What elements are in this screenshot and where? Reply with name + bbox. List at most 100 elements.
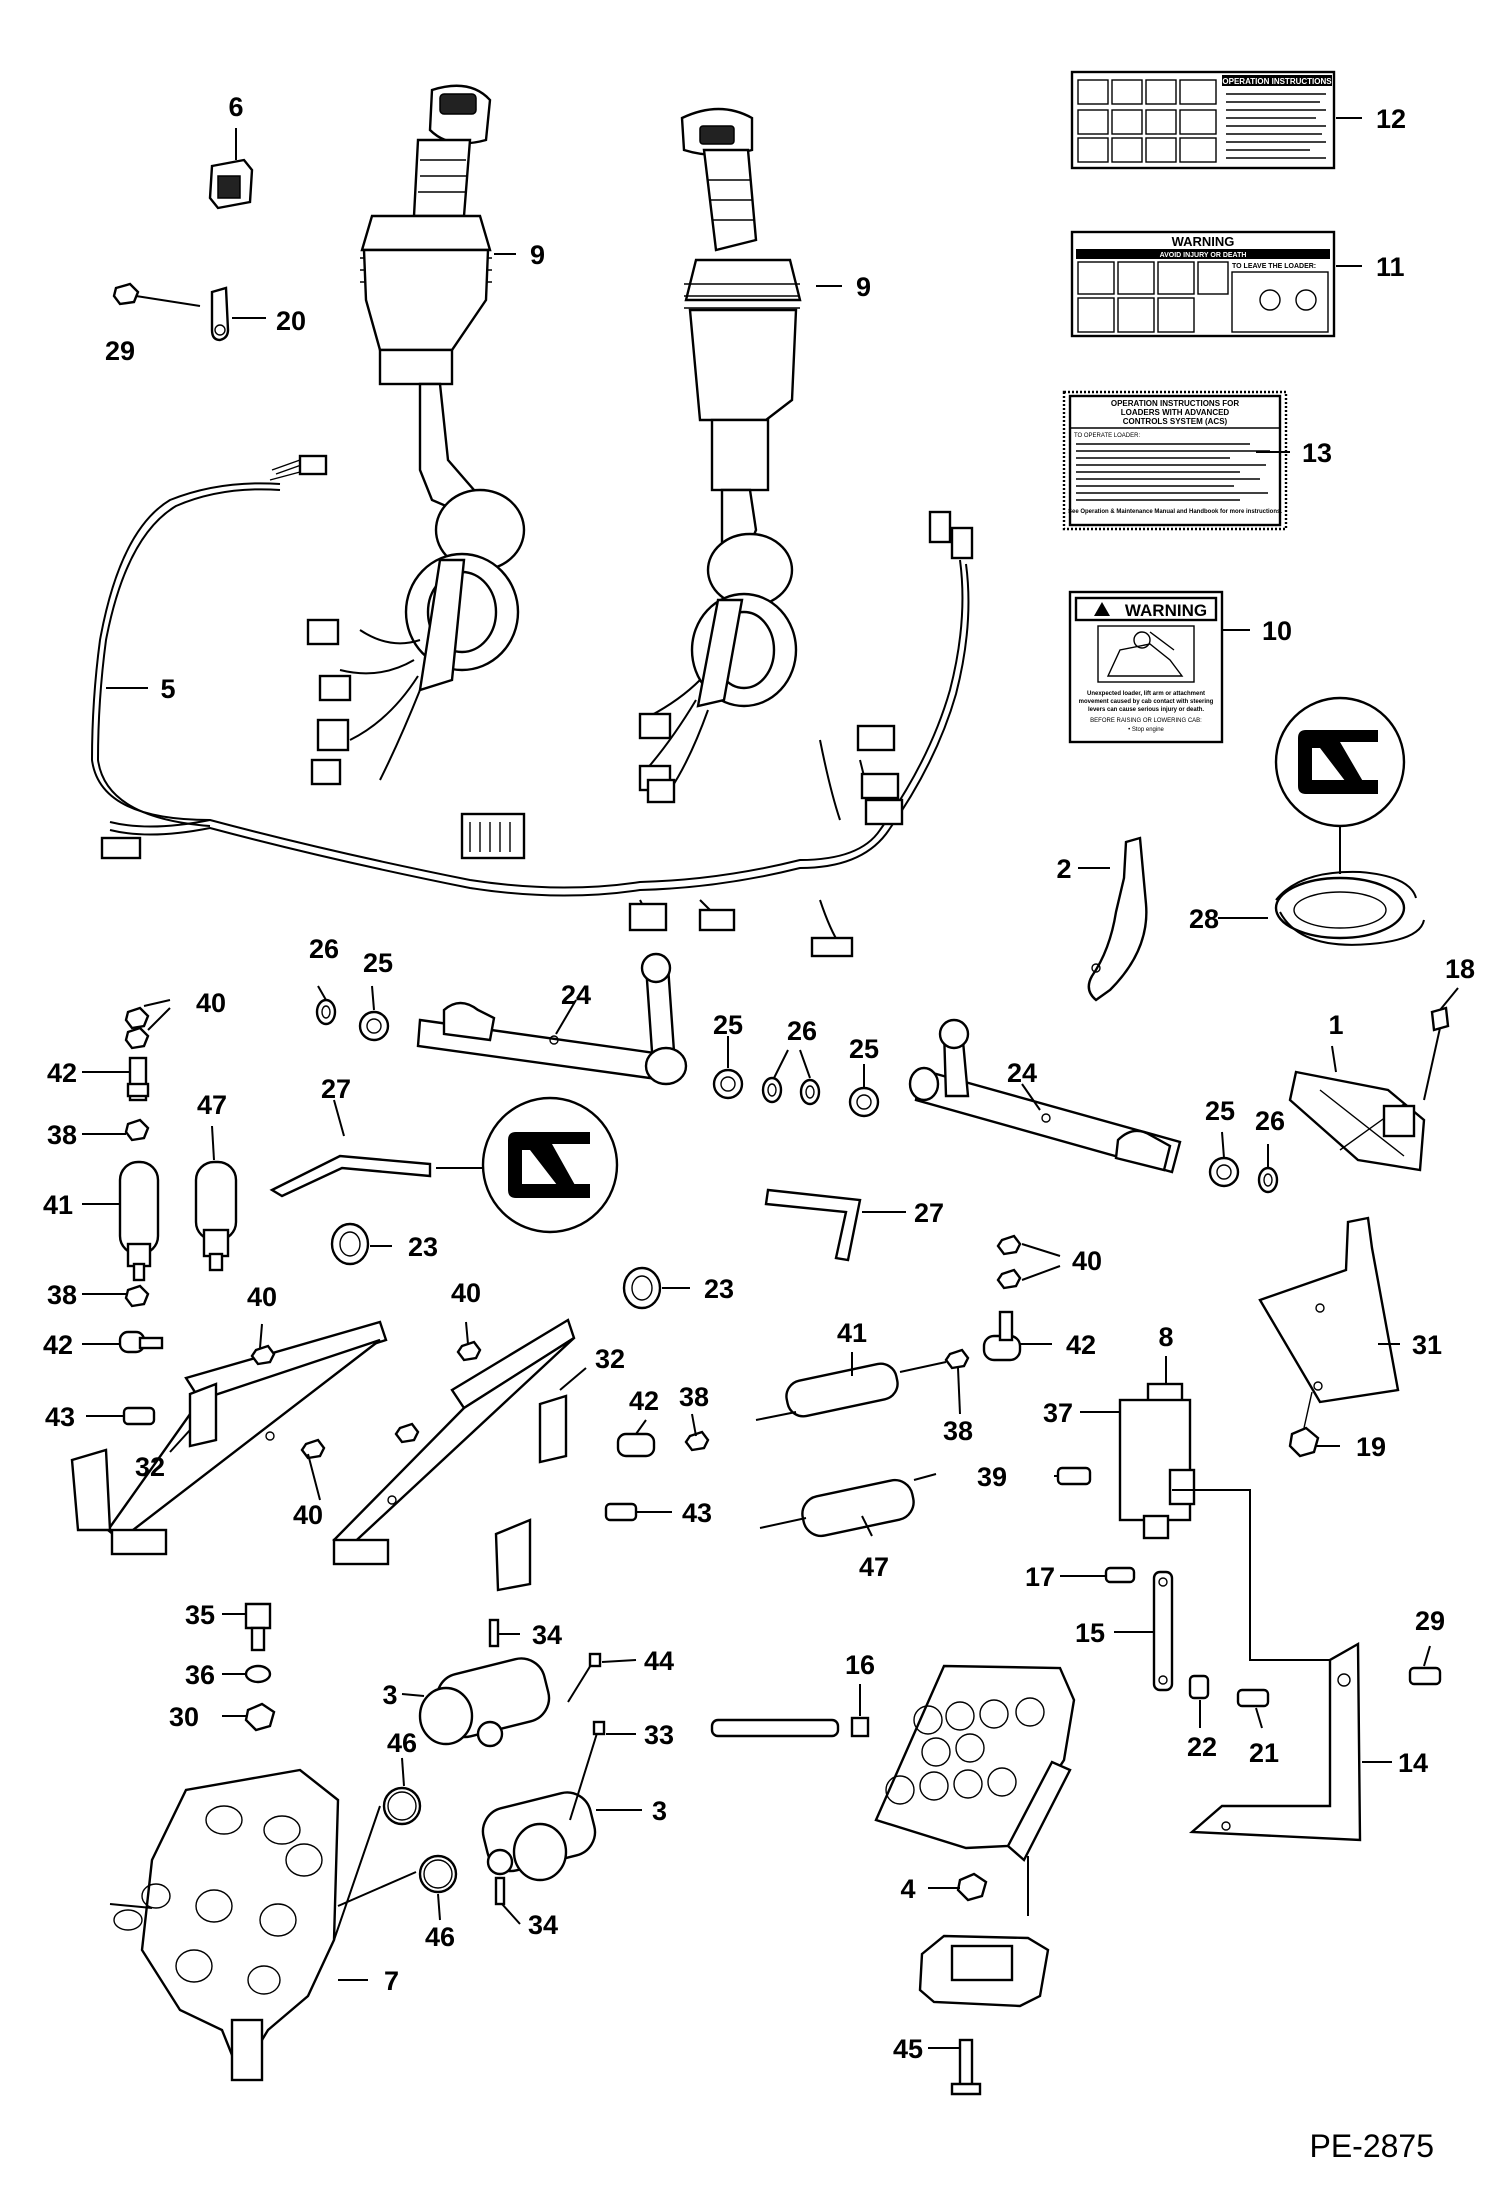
callout-40-a: 40 (196, 988, 226, 1018)
callout-41-b: 41 (837, 1318, 867, 1348)
nut-16 (850, 1716, 870, 1738)
bobcat-logo-symbol-right (1274, 696, 1406, 828)
decal-warning2-text-4: BEFORE RAISING OR LOWERING CAB: (1090, 718, 1202, 724)
rod-15 (1152, 1570, 1174, 1692)
callout-38-b: 38 (47, 1280, 77, 1310)
callout-16: 16 (845, 1650, 875, 1680)
callout-47-a: 47 (197, 1090, 227, 1120)
pin-long (710, 1718, 840, 1738)
nut-40-right-a (996, 1234, 1022, 1256)
callout-30: 30 (169, 1702, 199, 1732)
pedal-assembly (874, 1664, 1076, 1862)
grommet-23-right (622, 1266, 662, 1310)
callout-39: 39 (977, 1462, 1007, 1492)
decal-leave-loader: TO LEAVE THE LOADER: (1232, 263, 1316, 270)
decal-warning2-text-3: levers can cause serious injury or death… (1088, 707, 1204, 713)
ball-joint-42-top-left (126, 1056, 150, 1102)
bracket-part-31 (1258, 1216, 1400, 1404)
callout-32-a: 32 (595, 1344, 625, 1374)
bracket-part-2 (1087, 836, 1148, 1002)
callout-15: 15 (1075, 1618, 1105, 1648)
washer-26-d (1257, 1166, 1279, 1194)
callout-5: 5 (160, 674, 175, 704)
callout-40-b: 40 (1072, 1246, 1102, 1276)
washer-26-a (315, 998, 337, 1026)
plate-center-left (188, 1382, 218, 1448)
callout-17: 17 (1025, 1562, 1055, 1592)
pedal-mount (918, 1934, 1050, 2008)
callout-45: 45 (893, 2034, 923, 2064)
callout-12: 12 (1376, 104, 1406, 134)
callout-34-a: 34 (532, 1620, 562, 1650)
callout-32-b: 32 (135, 1452, 165, 1482)
decal-warning2-title: WARNING (1125, 601, 1207, 620)
bolt-21 (1236, 1688, 1270, 1708)
decal-acs-footer: See Operation & Maintenance Manual and H… (1068, 509, 1282, 515)
decal-warning-subtitle: AVOID INJURY OR DEATH (1160, 252, 1247, 259)
nut-38-right (944, 1348, 970, 1370)
callout-18: 18 (1445, 954, 1475, 984)
callout-37: 37 (1043, 1398, 1073, 1428)
nut-38-bottom-left (124, 1284, 150, 1308)
decal-acs-title-3: CONTROLS SYSTEM (ACS) (1123, 417, 1228, 426)
plate-center-right (538, 1394, 568, 1464)
callout-29-right: 29 (1415, 1606, 1445, 1636)
callout-35: 35 (185, 1600, 215, 1630)
callout-42-d: 42 (629, 1386, 659, 1416)
callout-9-right: 9 (856, 272, 871, 302)
decal-warning2-text-5: • Stop engine (1128, 727, 1164, 733)
nut-30 (244, 1702, 276, 1732)
nut-40-right-b (996, 1268, 1022, 1290)
washer-36 (244, 1664, 272, 1684)
spacer-22 (1188, 1674, 1210, 1700)
sensor-part-8 (1118, 1382, 1196, 1540)
actuator-41-right (755, 1361, 947, 1421)
joystick-right (638, 107, 802, 804)
callout-25-a: 25 (363, 948, 393, 978)
callout-19: 19 (1356, 1432, 1386, 1462)
callout-25-c: 25 (849, 1034, 879, 1064)
link-32-left (106, 1320, 388, 1556)
actuator-47-right (759, 1473, 937, 1538)
bushing-25-a (358, 1010, 390, 1042)
nut-38-top-left (124, 1118, 150, 1142)
link-32-right (332, 1318, 576, 1566)
callout-42-a: 42 (47, 1058, 77, 1088)
bolt-43-right (604, 1502, 638, 1522)
bolt-29-right (1408, 1666, 1442, 1686)
shaft-right-part-24 (908, 1018, 1182, 1174)
decal-warning-title: WARNING (1172, 234, 1235, 249)
callout-46-a: 46 (387, 1728, 417, 1758)
ball-joint-42-bottom-left (118, 1330, 164, 1354)
bolt-17 (1104, 1566, 1136, 1584)
actuator-41-left (118, 1160, 160, 1282)
callout-42-b: 42 (43, 1330, 73, 1360)
nut-40-center-c (300, 1438, 326, 1460)
callout-38-d: 38 (943, 1416, 973, 1446)
control-valve-part-7 (109, 1768, 340, 2082)
bushing-25-b (712, 1068, 744, 1100)
decal-acs-instructions: OPERATION INSTRUCTIONS FOR LOADERS WITH … (1062, 390, 1288, 531)
ball-joint-42-right (982, 1310, 1022, 1362)
callout-13: 13 (1302, 438, 1332, 468)
callout-24-a: 24 (561, 980, 591, 1010)
bolt-part-18 (1423, 1006, 1450, 1101)
callout-26-a: 26 (309, 934, 339, 964)
o-ring-46-lower (418, 1854, 458, 1894)
ball-joint-42-center (616, 1432, 656, 1458)
callout-14: 14 (1398, 1748, 1428, 1778)
bracket-small-right (494, 1518, 532, 1592)
callout-25-b: 25 (713, 1010, 743, 1040)
pin-34-upper (488, 1618, 500, 1648)
callout-43-a: 43 (45, 1402, 75, 1432)
callout-11: 11 (1376, 252, 1405, 282)
callout-8: 8 (1158, 1322, 1173, 1352)
bushing-25-c (848, 1086, 880, 1118)
shaft-left-part-24 (416, 952, 688, 1086)
callout-26-b: 26 (787, 1016, 817, 1046)
solenoid-valve-3-upper (418, 1657, 551, 1748)
callout-31: 31 (1412, 1330, 1442, 1360)
wire-harness (90, 454, 974, 958)
callout-47-b: 47 (859, 1552, 889, 1582)
callout-20: 20 (276, 306, 306, 336)
